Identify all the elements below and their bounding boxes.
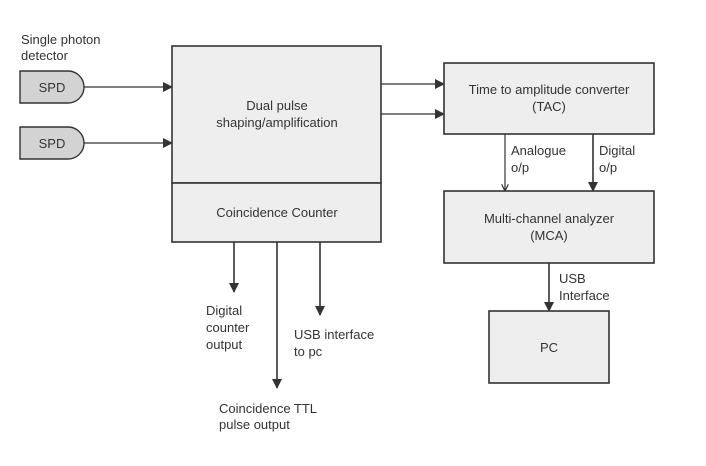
tac-rect [443, 62, 655, 135]
tac-label-2: (TAC) [532, 99, 566, 114]
digital-label-2: o/p [599, 160, 617, 175]
spd-label-1: SPD [39, 80, 66, 95]
tac-box: Time to amplitude converter (TAC) [443, 62, 655, 135]
mca-label-1: Multi-channel analyzer [484, 211, 615, 226]
tac-label-1: Time to amplitude converter [469, 82, 630, 97]
spd-shape-2 [19, 126, 85, 160]
pulse-shaping-label-2: shaping/amplification [216, 115, 337, 130]
ttl-label-2: pulse output [219, 417, 290, 432]
digital-counter-label-2: counter [206, 320, 250, 335]
digital-counter-label-3: output [206, 337, 243, 352]
coincidence-counter-box: Coincidence Counter [171, 182, 382, 243]
pc-box: PC [488, 310, 610, 384]
detector-caption-line-2: detector [21, 48, 69, 63]
analogue-label-2: o/p [511, 160, 529, 175]
spd-shape-1 [19, 70, 85, 104]
usb-interface-label-2: Interface [559, 288, 610, 303]
digital-counter-label-1: Digital [206, 303, 242, 318]
usb-to-pc-label-1: USB interface [294, 327, 374, 342]
mca-box: Multi-channel analyzer (MCA) [443, 190, 655, 264]
spd-node-1: SPD [19, 70, 85, 104]
coincidence-counter-label: Coincidence Counter [216, 205, 338, 220]
spd-label-2: SPD [39, 136, 66, 151]
usb-interface-label-1: USB [559, 271, 586, 286]
pulse-shaping-box: Dual pulse shaping/amplification [171, 45, 382, 184]
coincidence-counter-rect [171, 182, 382, 243]
mca-rect [443, 190, 655, 264]
analogue-label-1: Analogue [511, 143, 566, 158]
pc-rect [488, 310, 610, 384]
mca-label-2: (MCA) [530, 228, 568, 243]
ttl-label-1: Coincidence TTL [219, 401, 317, 416]
pulse-shaping-label-1: Dual pulse [246, 98, 307, 113]
detector-caption: Single photon detector [21, 32, 101, 63]
usb-to-pc-label-2: to pc [294, 344, 323, 359]
pc-label: PC [540, 340, 558, 355]
spd-node-2: SPD [19, 126, 85, 160]
pulse-shaping-rect [171, 45, 382, 184]
digital-label-1: Digital [599, 143, 635, 158]
detector-caption-line-1: Single photon [21, 32, 101, 47]
